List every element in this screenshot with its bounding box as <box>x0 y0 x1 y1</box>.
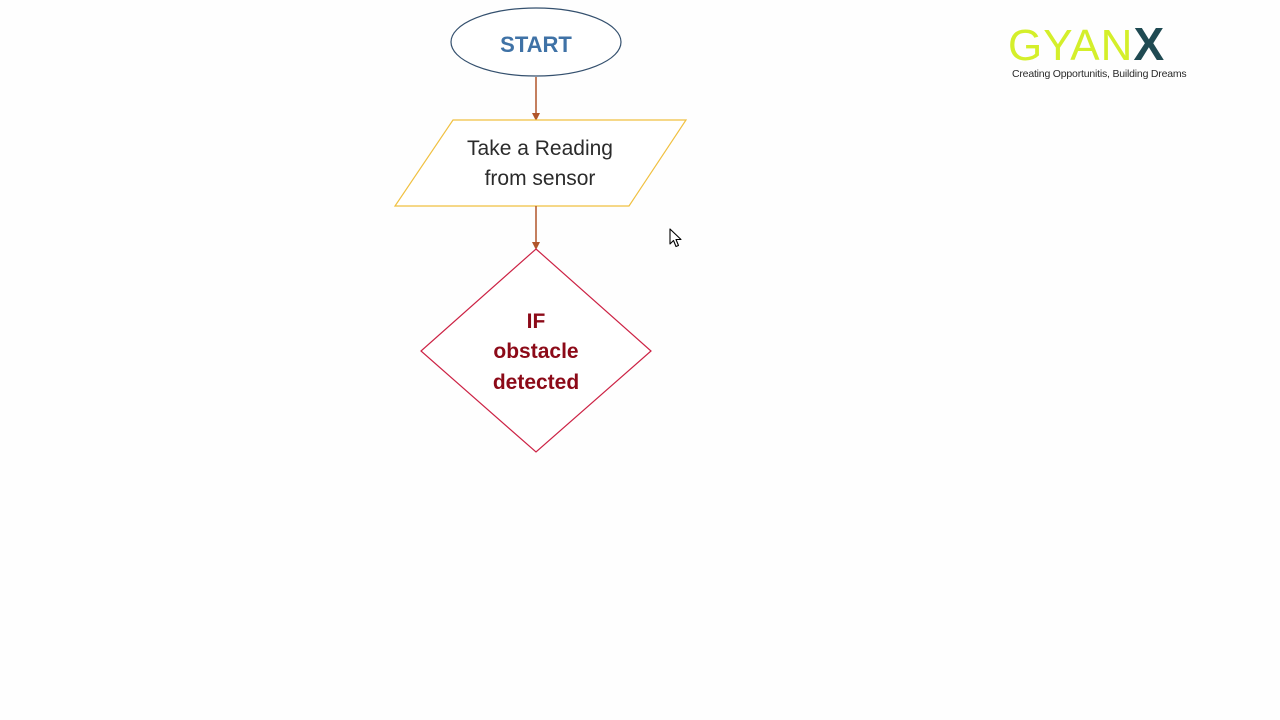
start-ellipse <box>450 7 622 77</box>
logo-tagline: Creating Opportunitis, Building Dreams <box>1012 68 1187 80</box>
decision-diamond <box>420 248 652 453</box>
mouse-pointer-icon <box>669 228 682 248</box>
start-label: START <box>500 32 572 57</box>
decision-label-line3: detected <box>493 371 579 394</box>
logo-word-gyan: GYAN <box>1008 21 1134 70</box>
input-label-line1: Take a Reading <box>467 137 613 160</box>
decision-label-line2: obstacle <box>493 340 578 363</box>
logo-mark-x: X <box>1133 18 1166 70</box>
input-label-line2: from sensor <box>485 167 596 190</box>
input-node: Take a Reading from sensor <box>393 119 688 207</box>
logo-wordmark: GYANX <box>1008 20 1165 70</box>
gyanx-logo: GYANX Creating Opportunitis, Building Dr… <box>1008 20 1193 92</box>
input-parallelogram <box>393 119 688 207</box>
decision-label-line1: IF <box>527 310 546 333</box>
start-terminal: START <box>450 7 622 77</box>
decision-node: IF obstacle detected <box>420 248 652 453</box>
